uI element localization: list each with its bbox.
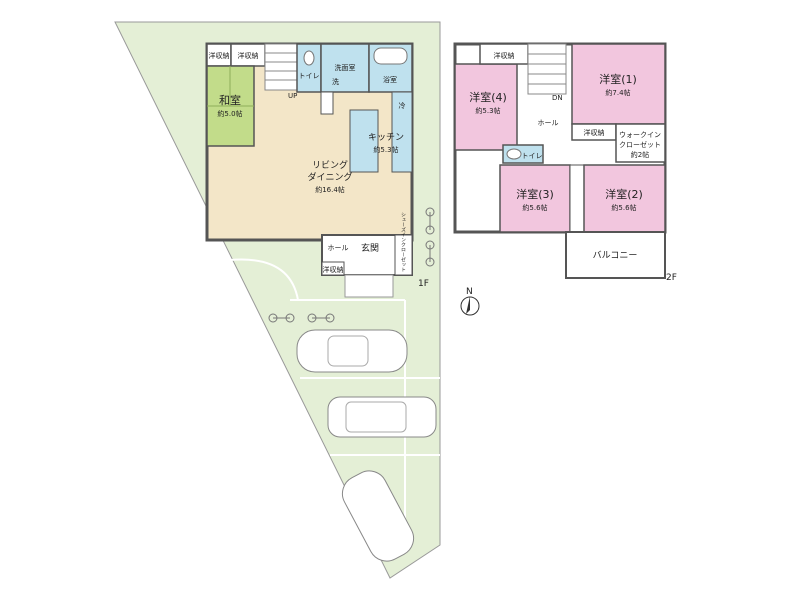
room-3-label: 洋室(3) [516, 187, 554, 201]
storage-mid-2f-label: 洋収納 [584, 128, 605, 137]
storage-top-2f-label: 洋収納 [494, 51, 515, 60]
closet-strip [569, 164, 585, 233]
washitsu-label: 和室 [219, 93, 241, 107]
room-1-label: 洋室(1) [599, 72, 637, 86]
walkin-closet [615, 123, 666, 163]
compass-icon [460, 296, 480, 316]
hall-2f-label: ホール [538, 119, 559, 127]
room-4 [454, 63, 518, 151]
floor1-level-label: 1F [418, 279, 429, 289]
hall-storage [321, 261, 345, 276]
kitchen-back-counter [391, 91, 413, 173]
shoes-closet [394, 234, 413, 276]
stairs-dn-label: DN [552, 94, 563, 102]
floor2-level-label: 2F [666, 273, 677, 283]
storage-b-label: 洋収納 [238, 51, 259, 60]
storage-a-label: 洋収納 [209, 51, 230, 60]
room-3-size: 約5.6帖 [522, 203, 547, 212]
room-1-size: 約7.4帖 [605, 88, 630, 97]
toilet-1f-label: トイレ [299, 72, 320, 80]
hall-storage-label: 洋収納 [323, 265, 344, 274]
room-2-size: 約5.6帖 [611, 203, 636, 212]
shoes-closet-label: シューズインクローゼット [400, 212, 406, 272]
room-4-size: 約5.3帖 [475, 106, 500, 115]
stairs-2f [527, 43, 567, 95]
room-1 [571, 43, 666, 125]
genkan-label: 玄関 [361, 242, 379, 254]
walkin-size: 約2帖 [631, 150, 649, 159]
washroom-label: 洗面室 [335, 63, 356, 72]
balcony [565, 231, 666, 279]
toilet-2f-icon [506, 148, 522, 160]
kitchen-size: 約5.3帖 [373, 145, 398, 154]
car-1-icon [296, 329, 408, 373]
kitchen-label: キッチン [368, 132, 404, 143]
bicycle-icon [268, 313, 335, 323]
porch [344, 274, 394, 298]
hall-1f-label: ホール [328, 244, 349, 252]
walkin-label-1: ウォークイン [619, 131, 661, 139]
walkin-label-2: クローゼット [619, 140, 661, 149]
car-3-icon [341, 470, 415, 562]
living-size: 約16.4帖 [315, 185, 345, 194]
kitchen-island [349, 109, 379, 173]
living-label: リビング [312, 159, 348, 171]
compass-north-label: N [466, 287, 473, 297]
room-3 [499, 164, 571, 233]
toilet-icon [303, 50, 315, 66]
washitsu-size: 約5.0帖 [217, 109, 242, 118]
bathtub-icon [373, 47, 408, 65]
room-4-label: 洋室(4) [469, 90, 507, 104]
balcony-label: バルコニー [593, 250, 638, 261]
room-2 [583, 164, 666, 233]
stairs-up-label: UP [288, 92, 297, 100]
dining-label: ダイニング [307, 171, 352, 183]
room-2-label: 洋室(2) [605, 187, 643, 201]
bathroom-label: 浴室 [383, 75, 397, 84]
small-storage [320, 91, 334, 115]
bicycle-icon [425, 207, 435, 267]
fridge-label: 冷 [399, 101, 406, 110]
stairs-1f [264, 43, 298, 91]
toilet-2f-label: トイレ [522, 152, 543, 160]
curved-path [229, 258, 299, 301]
car-2-icon [327, 396, 437, 438]
wash-basin-label: 洗 [332, 77, 339, 86]
